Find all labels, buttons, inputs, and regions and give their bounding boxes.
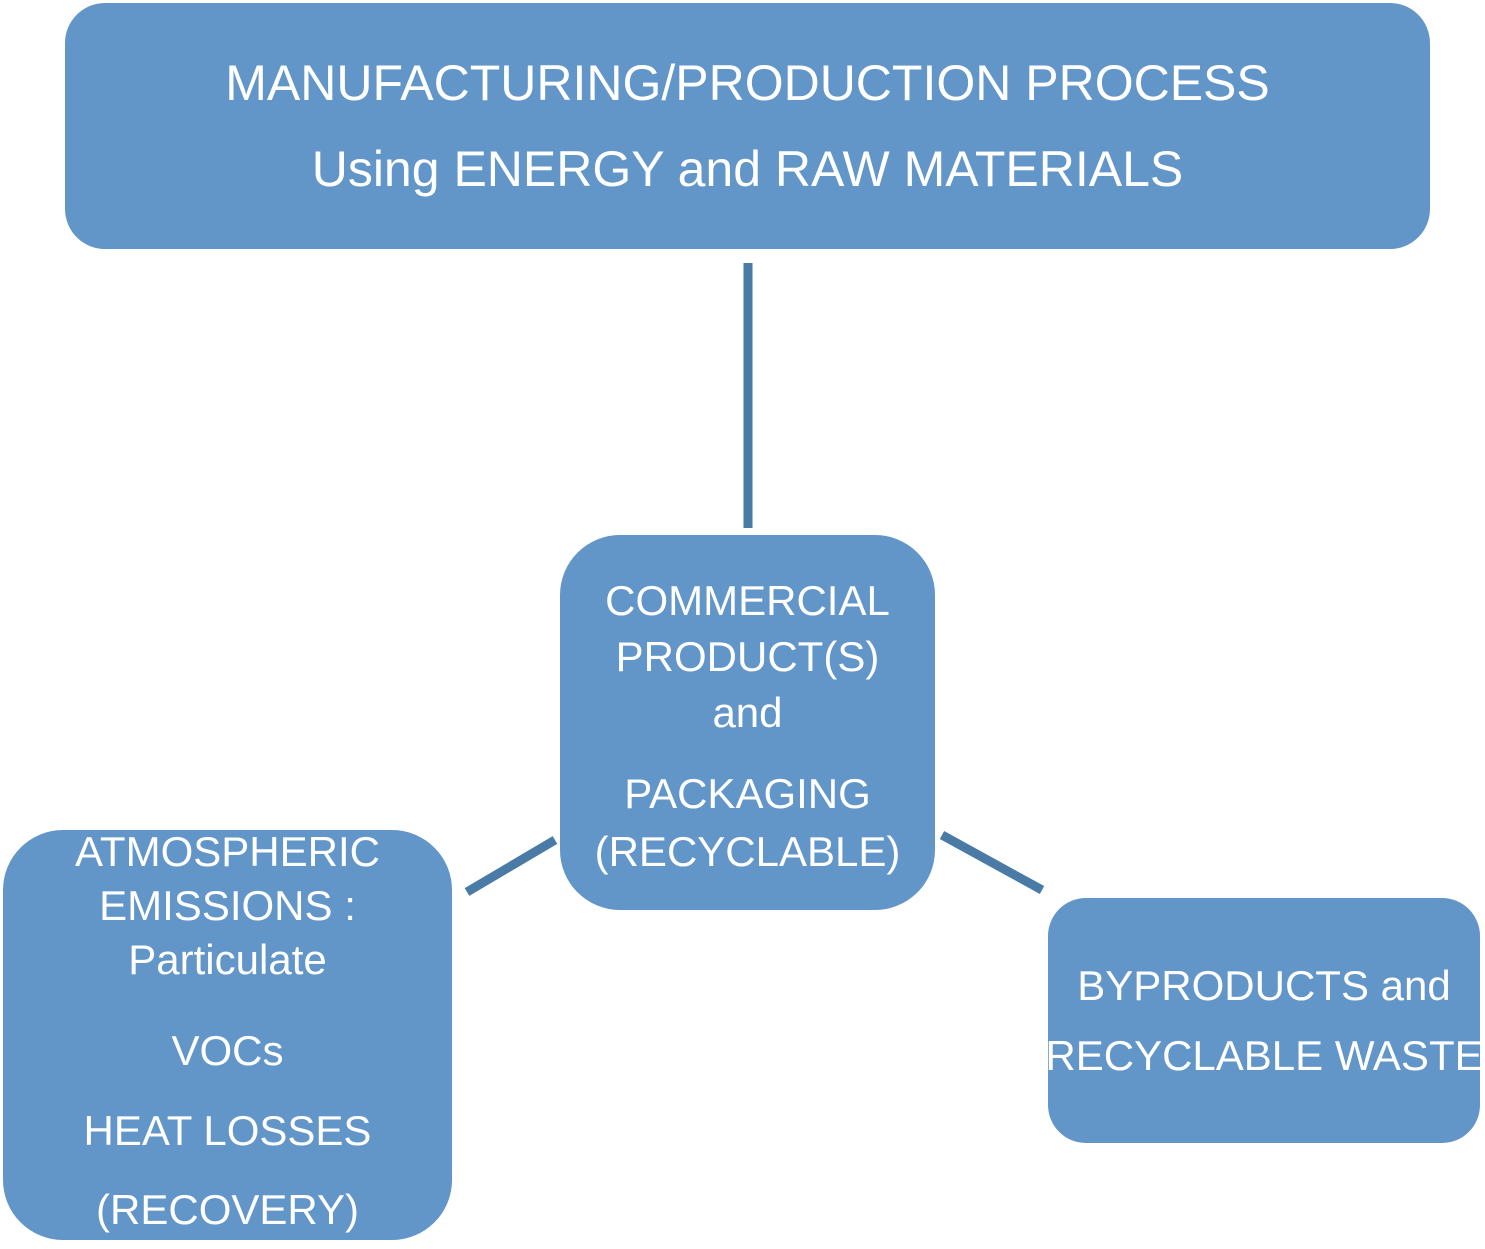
process-node: MANUFACTURING/PRODUCTION PROCESS Using E… — [65, 3, 1430, 249]
emissions-node: ATMOSPHERIC EMISSIONS : Particulate VOCs… — [3, 828, 452, 1240]
connector-product-to-emissions — [464, 836, 558, 896]
emissions-node-line3: Particulate — [128, 936, 327, 983]
byproducts-node-line1: BYPRODUCTS and — [1077, 961, 1451, 1009]
byproducts-node: BYPRODUCTS and RECYCLABLE WASTE — [1045, 898, 1483, 1143]
process-node-line2: Using ENERGY and RAW MATERIALS — [311, 141, 1184, 197]
product-node-line1: COMMERCIAL — [605, 576, 890, 624]
emissions-node-line6: (RECOVERY) — [96, 1186, 359, 1233]
emissions-node-line4: VOCs — [171, 1027, 284, 1074]
emissions-node-line1: ATMOSPHERIC — [75, 828, 380, 875]
product-node-line5: (RECYCLABLE) — [594, 827, 901, 875]
connector-product-to-byproducts — [939, 831, 1045, 894]
byproducts-node-line2: RECYCLABLE WASTE — [1045, 1031, 1483, 1079]
emissions-node-line5: HEAT LOSSES — [83, 1107, 372, 1154]
process-node-line1: MANUFACTURING/PRODUCTION PROCESS — [225, 55, 1270, 111]
product-node-line3: and — [712, 688, 783, 736]
product-node-line4: PACKAGING — [624, 769, 871, 817]
product-node: COMMERCIAL PRODUCT(S) and PACKAGING (REC… — [560, 535, 935, 910]
product-node-line2: PRODUCT(S) — [615, 632, 880, 680]
emissions-node-line2: EMISSIONS : — [99, 882, 356, 929]
